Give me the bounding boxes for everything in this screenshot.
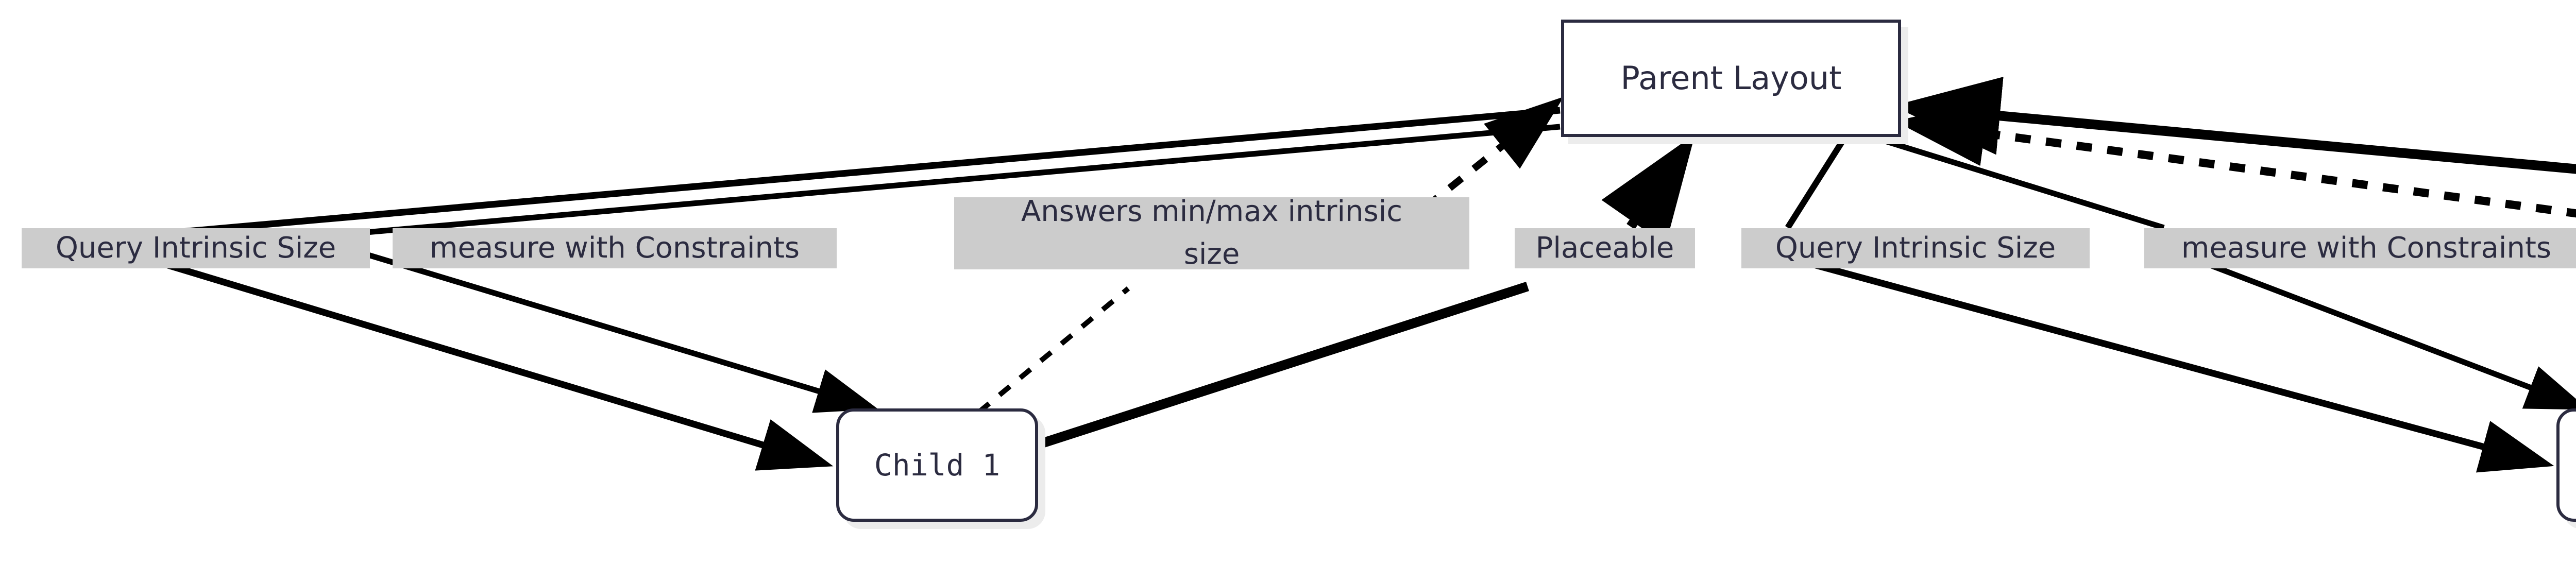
node-parent-layout-label: Parent Layout [1620, 59, 1842, 97]
node-child-2[interactable]: Child 2 [2556, 408, 2576, 522]
edge-label-measure-with-constraints-2: measure with Constraints [2144, 228, 2576, 268]
edge-parent-to-child1-measure-with-constraints [360, 124, 1561, 413]
edge-parent-to-child2-measure-with-constraints [1874, 135, 2576, 410]
edge-parent-to-child1-query-intrinsic-size [128, 107, 1561, 471]
node-child-1-label: Child 1 [874, 447, 1001, 483]
edge-child2-to-parent-placeable [1892, 77, 2576, 174]
edge-label-query-intrinsic-size-2: Query Intrinsic Size [1741, 228, 2090, 268]
edge-parent-to-child2-query-intrinsic-size [1771, 136, 2554, 473]
edge-label-measure-with-constraints-1: measure with Constraints [393, 228, 837, 268]
edge-child2-to-parent-answers-min-max [1894, 100, 2576, 218]
edge-label-query-intrinsic-size-1: Query Intrinsic Size [22, 228, 370, 268]
node-parent-layout[interactable]: Parent Layout [1561, 20, 1901, 137]
edge-child1-to-parent-placeable [1038, 134, 1696, 449]
node-child-1[interactable]: Child 1 [836, 408, 1038, 522]
edge-label-placeable-1: Placeable [1515, 228, 1695, 268]
edge-label-answers-min-max-1: Answers min/max intrinsic size [954, 195, 1469, 271]
